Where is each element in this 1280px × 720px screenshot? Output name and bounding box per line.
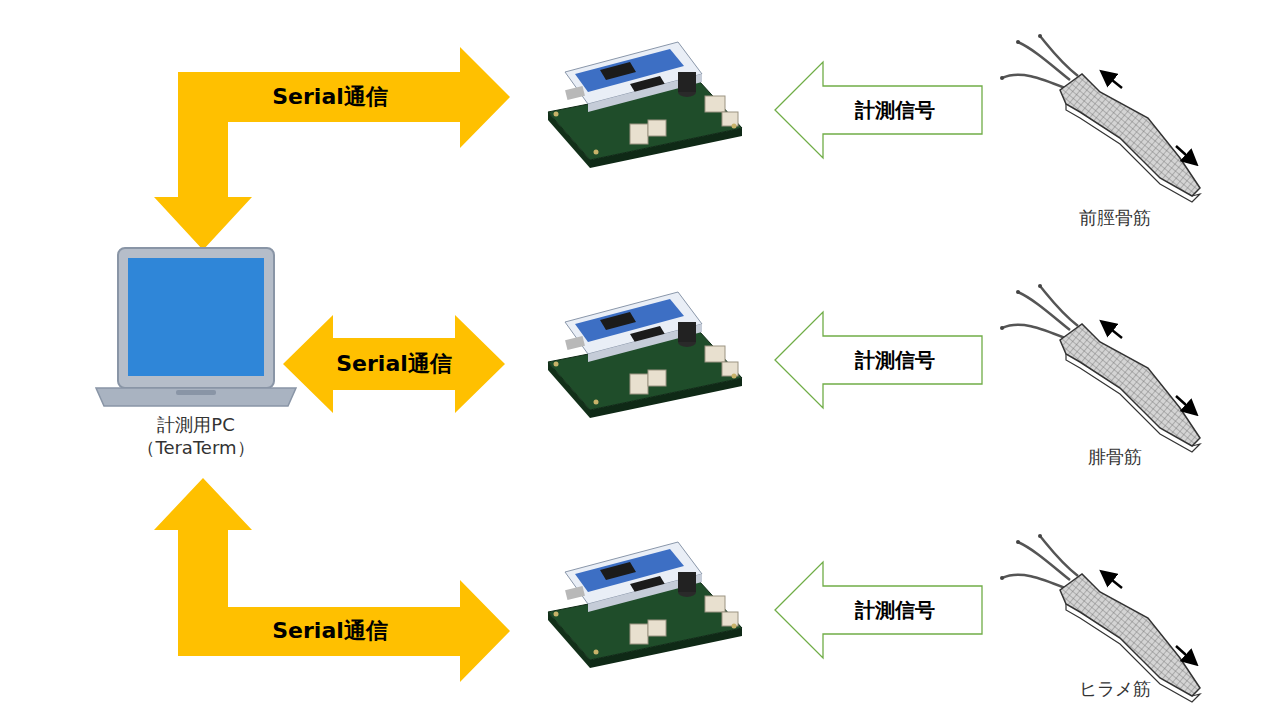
signal-arrow bbox=[775, 62, 982, 158]
muscle-label: 腓骨筋 bbox=[1035, 444, 1195, 471]
serial-arrow bbox=[154, 478, 510, 682]
signal-arrow bbox=[775, 312, 982, 408]
serial-arrow bbox=[154, 47, 510, 250]
measurement-board bbox=[548, 542, 742, 668]
node-text: ヒラメ筋 bbox=[1039, 678, 1191, 701]
signal-label: 計測信号 bbox=[855, 597, 935, 624]
muscle-label: 前脛骨筋 bbox=[1035, 205, 1195, 232]
muscle-label: ヒラメ筋 bbox=[1035, 676, 1195, 703]
serial-label: Serial通信 bbox=[272, 616, 388, 646]
signal-label: 計測信号 bbox=[855, 97, 935, 124]
measurement-board bbox=[548, 292, 742, 418]
strain-sensor bbox=[1000, 534, 1200, 702]
strain-sensor bbox=[1000, 34, 1200, 202]
node-text: 計測用PC （TeraTerm） bbox=[130, 414, 262, 459]
serial-arrow bbox=[283, 315, 505, 413]
node-text: 腓骨筋 bbox=[1039, 446, 1191, 469]
node-text: 前脛骨筋 bbox=[1039, 207, 1191, 230]
serial-label: Serial通信 bbox=[336, 349, 452, 379]
pc-label: 計測用PC （TeraTerm） bbox=[126, 412, 266, 461]
signal-label: 計測信号 bbox=[855, 347, 935, 374]
laptop-icon bbox=[96, 248, 296, 406]
measurement-board bbox=[548, 42, 742, 168]
serial-label: Serial通信 bbox=[272, 82, 388, 112]
strain-sensor bbox=[1000, 284, 1200, 452]
signal-arrow bbox=[775, 562, 982, 658]
